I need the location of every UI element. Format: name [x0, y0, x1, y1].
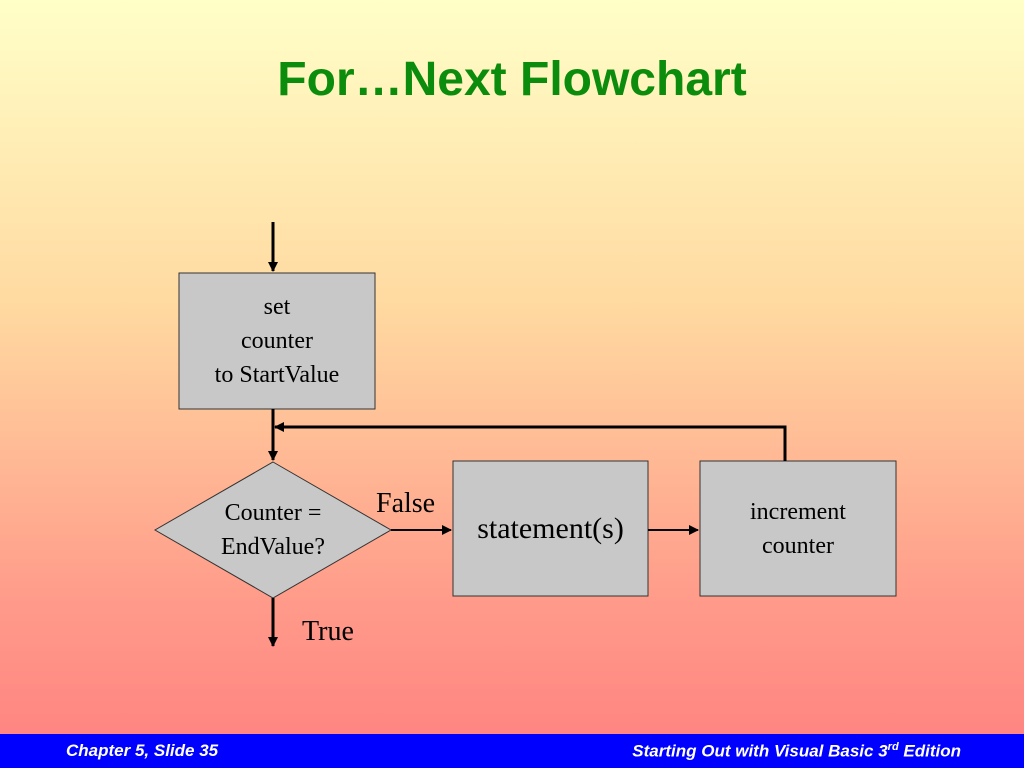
- footer-bar: Chapter 5, Slide 35 Starting Out with Vi…: [0, 734, 1024, 768]
- increment-label: increment counter: [750, 498, 846, 559]
- init-box: [178, 272, 376, 410]
- loop-back-line: [274, 422, 787, 461]
- slide-title: For…Next Flowchart: [277, 53, 747, 106]
- footer-book-main: Starting Out with Visual Basic 3: [632, 741, 888, 761]
- false-label: False: [376, 488, 436, 519]
- decision-label: Counter = EndValue?: [221, 500, 325, 560]
- statements-label: statement(s): [477, 511, 624, 545]
- increment-box: [699, 460, 897, 597]
- init-box-label: set counter to StartValue: [214, 294, 340, 388]
- statements-box: [452, 460, 649, 597]
- footer-book-sup: rd: [887, 741, 899, 753]
- footer-book-title: Starting Out with Visual Basic 3rd Editi…: [632, 741, 961, 762]
- true-label: True: [302, 616, 354, 647]
- footer-chapter: Chapter 5, Slide 35: [66, 741, 219, 760]
- footer-book-tail: Edition: [898, 741, 961, 761]
